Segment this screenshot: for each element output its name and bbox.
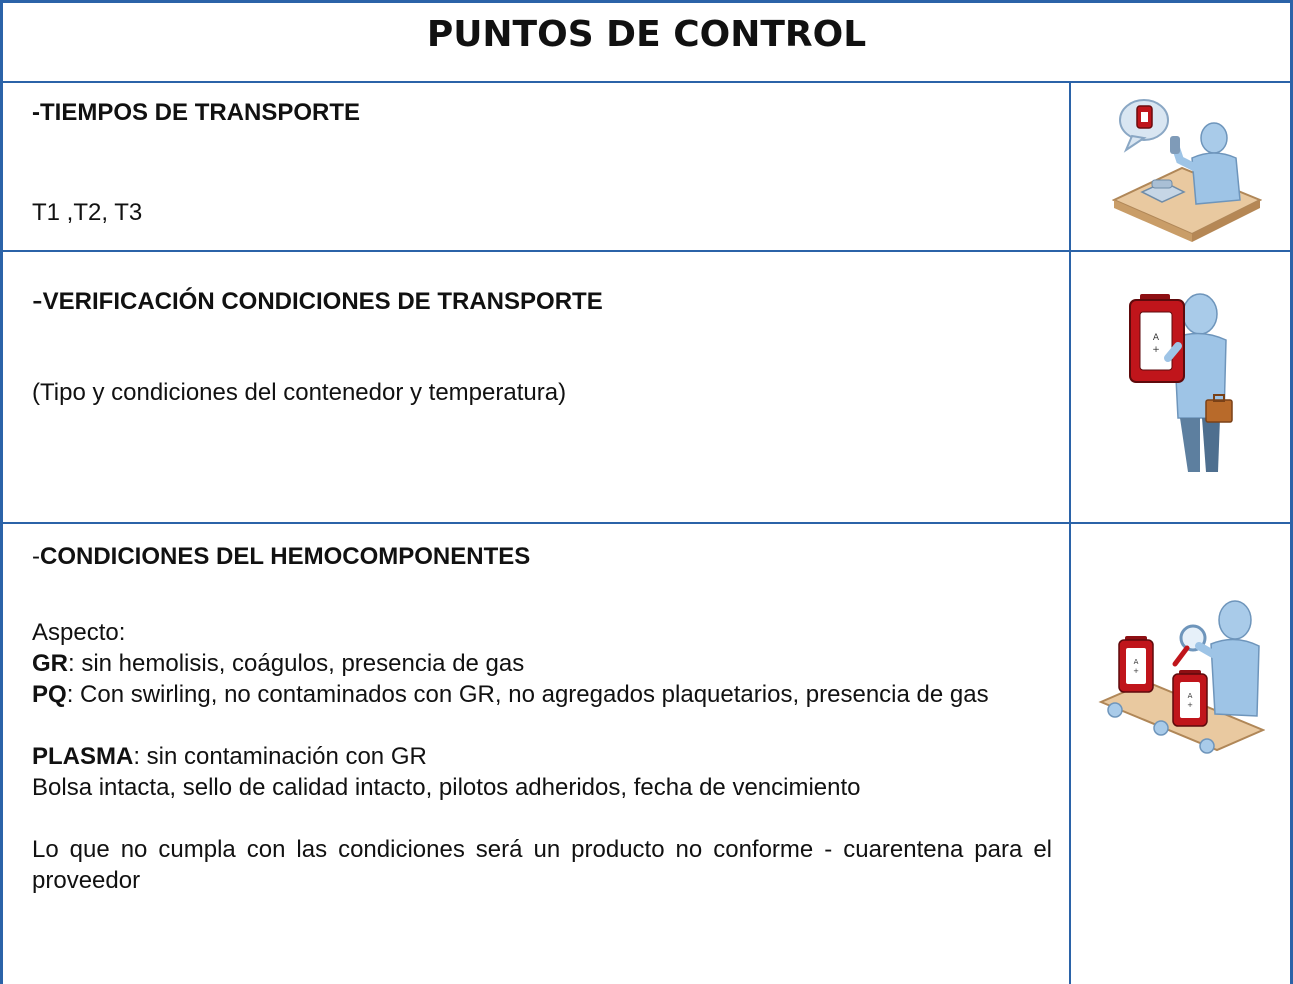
section-body-transport-verification: (Tipo y condiciones del contenedor y tem… <box>32 379 567 406</box>
person-blood-bag-icon: A + <box>1129 293 1233 472</box>
section-body-transport-times: T1 ,T2, T3 <box>32 199 143 226</box>
section-heading-transport-verification: -VERIFICACIÓN CONDICIONES DE TRANSPORTE <box>32 282 603 318</box>
svg-text:+: + <box>1152 345 1160 355</box>
row-divider-2 <box>0 250 1293 252</box>
border-top <box>0 0 1293 3</box>
column-divider <box>1069 81 1071 984</box>
svg-text:+: + <box>1187 701 1193 709</box>
item-pq: PQ: Con swirling, no contaminados con GR… <box>32 681 989 708</box>
item-gr: GR: sin hemolisis, coágulos, presencia d… <box>32 650 525 677</box>
border-right <box>1290 0 1293 984</box>
svg-text:A: A <box>1134 658 1139 666</box>
row-divider-1 <box>0 81 1293 83</box>
section-heading-transport-times: -TIEMPOS DE TRANSPORTE <box>32 99 361 126</box>
svg-text:A: A <box>1153 333 1160 343</box>
nonconforming-text: Lo que no cumpla con las condiciones ser… <box>32 836 1052 894</box>
page-title: PUNTOS DE CONTROL <box>426 14 867 55</box>
item-plasma: PLASMA: sin contaminación con GR <box>32 743 427 770</box>
section-heading-blood-components: -CONDICIONES DEL HEMOCOMPONENTES <box>32 543 531 570</box>
inspection-conveyor-icon: A + A + <box>1098 600 1265 754</box>
phone-operator-icon <box>1112 99 1262 242</box>
aspect-label: Aspecto: <box>32 619 126 646</box>
row-divider-3 <box>0 522 1293 524</box>
svg-text:A: A <box>1188 692 1193 700</box>
border-left <box>0 0 3 984</box>
svg-text:+: + <box>1133 667 1139 675</box>
bag-conditions-text: Bolsa intacta, sello de calidad intacto,… <box>32 774 861 801</box>
